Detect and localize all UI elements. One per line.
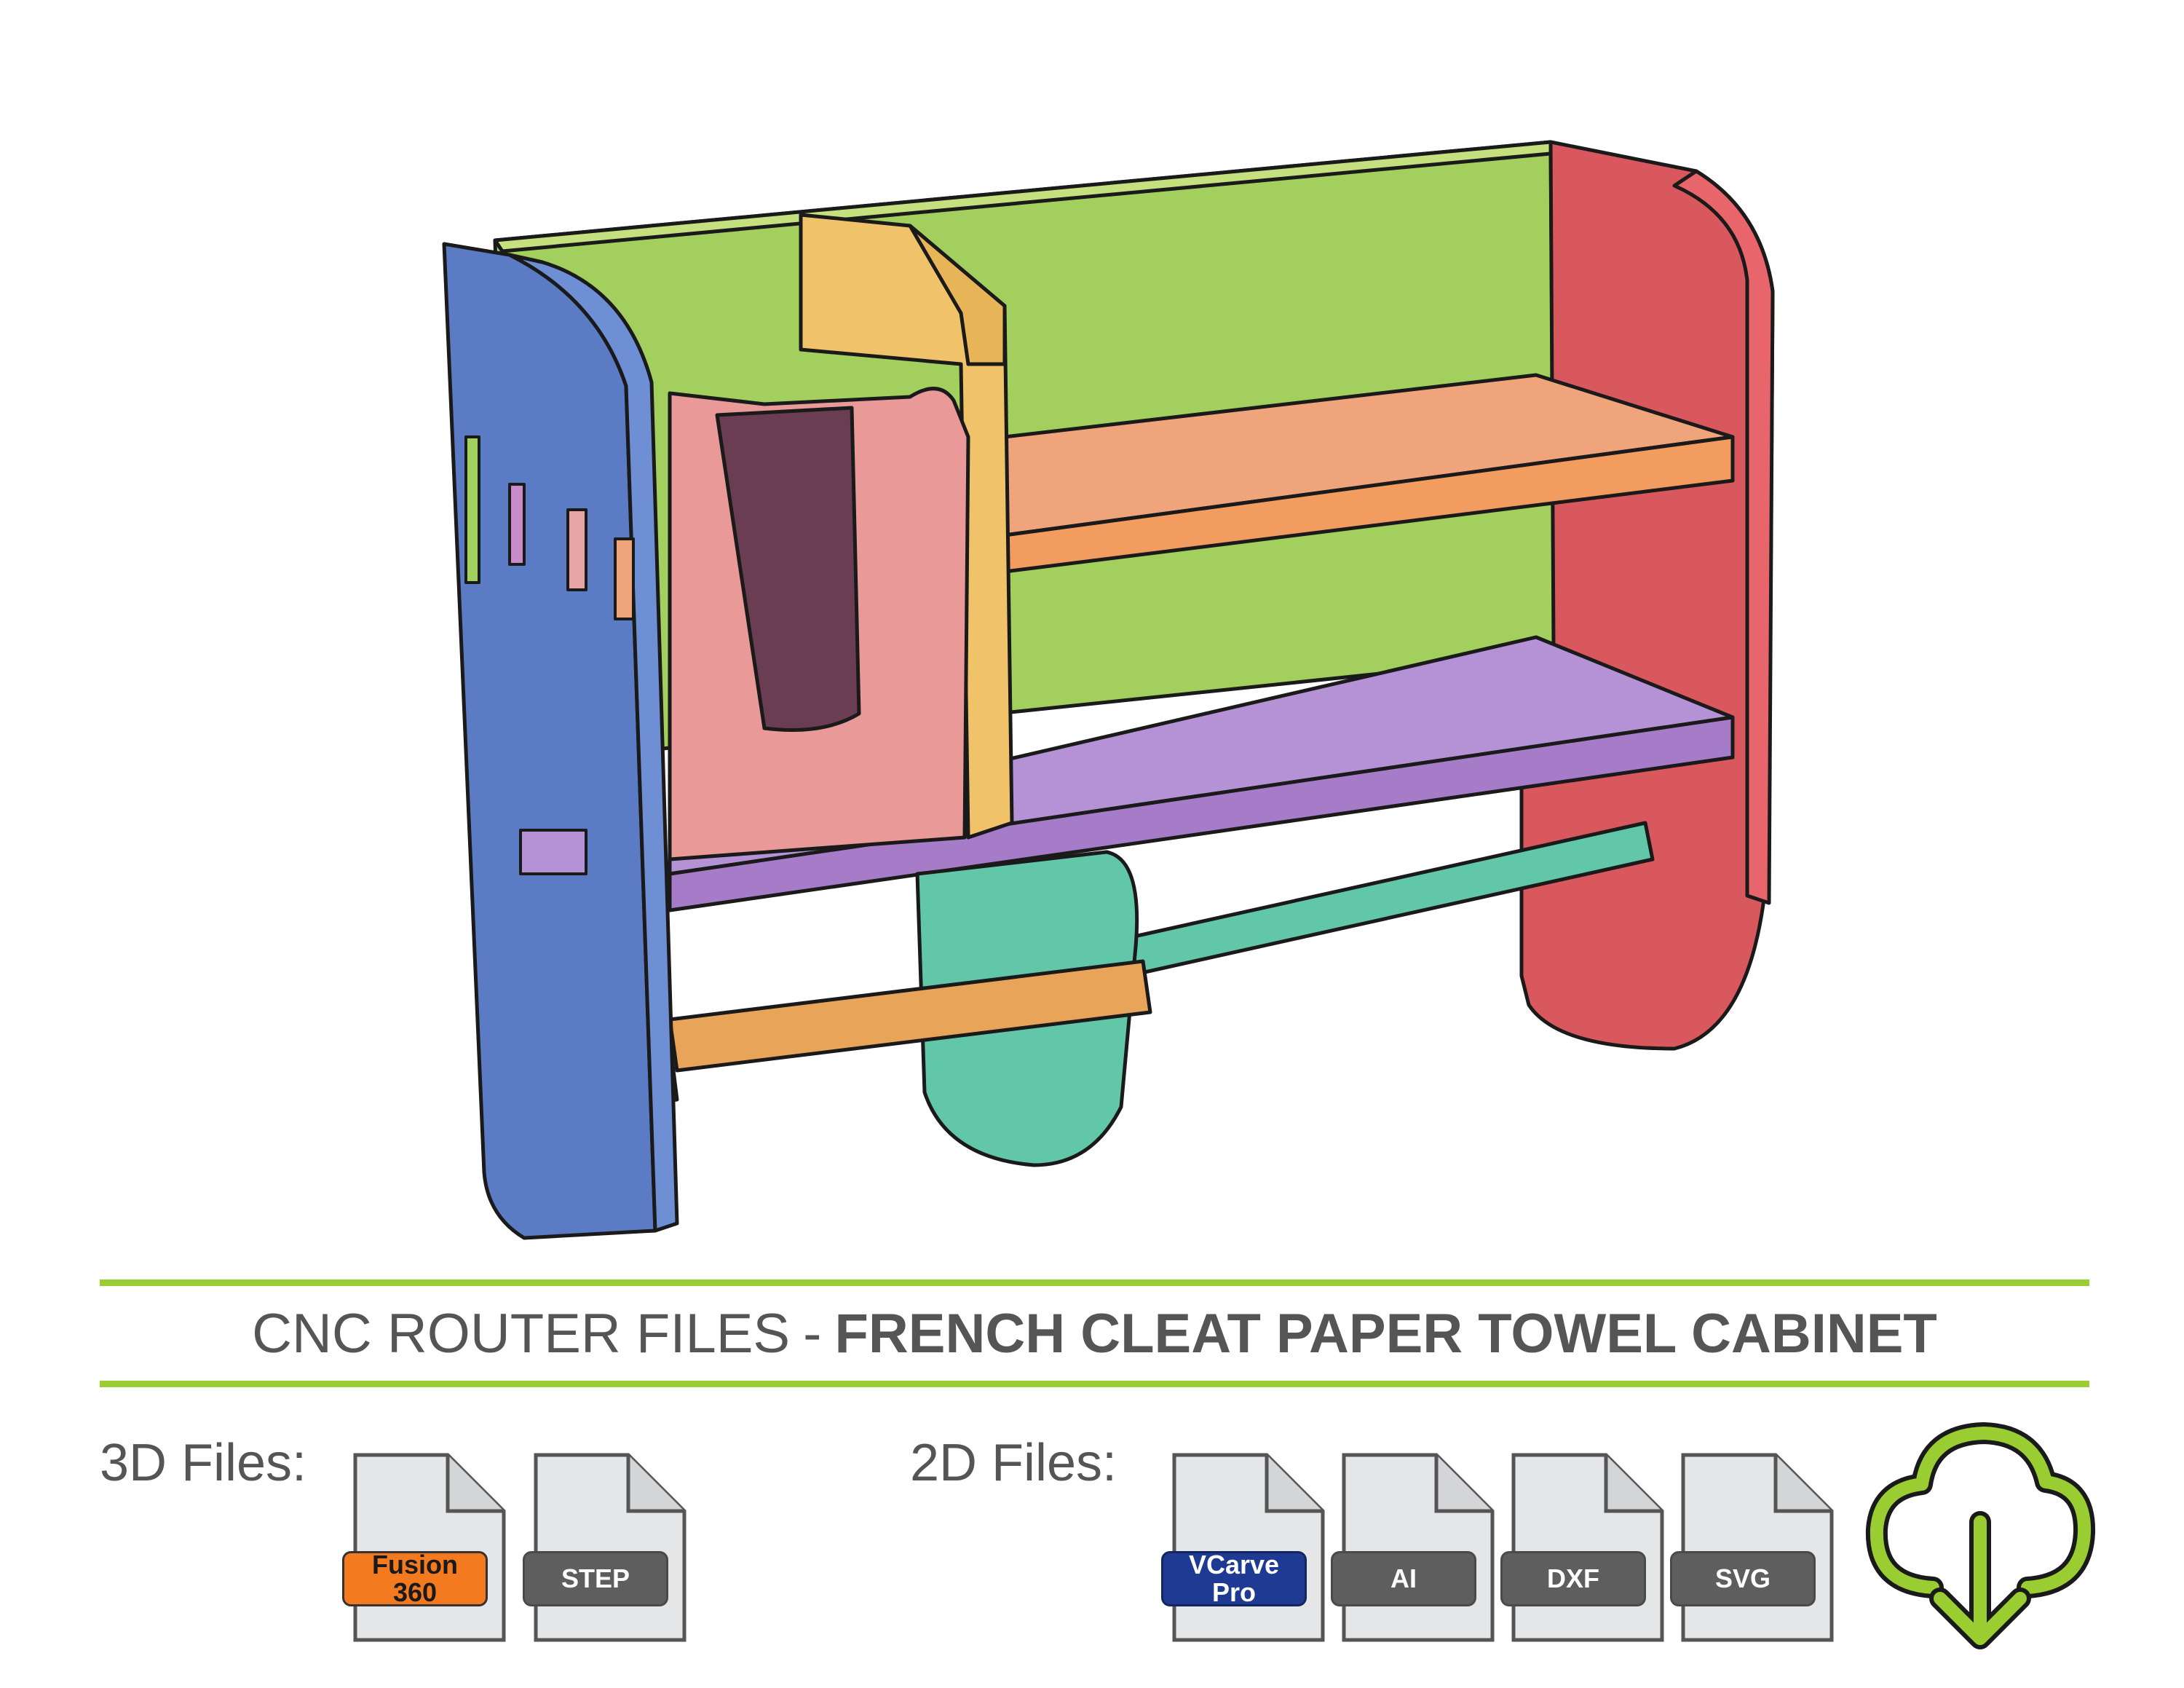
file-svg[interactable]: SVG <box>1670 1449 1837 1646</box>
right-side-edge <box>1672 169 1775 905</box>
left-side-panel <box>442 242 657 1240</box>
left-slot-1 <box>508 483 526 566</box>
file-icon <box>1342 1453 1495 1642</box>
left-slot-2 <box>566 508 587 591</box>
file-icon <box>1681 1453 1834 1642</box>
file-icon <box>534 1453 687 1642</box>
lower-shelf-front <box>668 715 1735 912</box>
left-slot-3 <box>614 537 635 620</box>
badge-ai: AI <box>1331 1551 1476 1606</box>
cabinet-illustration <box>442 140 1775 1240</box>
title-separator: - <box>803 1302 822 1365</box>
divider-front <box>908 224 1007 366</box>
file-dxf[interactable]: DXF <box>1500 1449 1668 1646</box>
badge-dxf: DXF <box>1500 1551 1646 1606</box>
file-step[interactable]: STEP <box>523 1449 690 1646</box>
badge-step: STEP <box>523 1551 668 1606</box>
file-icon <box>353 1453 506 1642</box>
file-icon <box>1172 1453 1325 1642</box>
left-slot-4 <box>519 829 587 875</box>
title-prefix: CNC ROUTER FILES <box>252 1302 791 1365</box>
left-side-edge <box>507 253 679 1233</box>
title-top-rule <box>100 1279 2089 1286</box>
towel-rod <box>668 959 1152 1073</box>
page-title: CNC ROUTER FILES - FRENCH CLEAT PAPER TO… <box>100 1286 2089 1381</box>
badge-svg: SVG <box>1670 1551 1816 1606</box>
title-product: FRENCH CLEAT PAPER TOWEL CABINET <box>834 1302 1937 1365</box>
label-3d-files: 3D Files: <box>100 1434 307 1492</box>
label-2d-files: 2D Files: <box>910 1434 1117 1492</box>
file-ai[interactable]: AI <box>1331 1449 1498 1646</box>
holder-slot <box>715 406 861 732</box>
file-icon <box>1511 1453 1664 1642</box>
title-bottom-rule <box>100 1381 2089 1387</box>
cloud-download-icon[interactable] <box>1864 1420 2097 1660</box>
right-side-panel <box>1519 140 1775 1051</box>
cloud-download-icon-graphic <box>1865 1422 2096 1649</box>
left-slot-5 <box>464 435 480 584</box>
